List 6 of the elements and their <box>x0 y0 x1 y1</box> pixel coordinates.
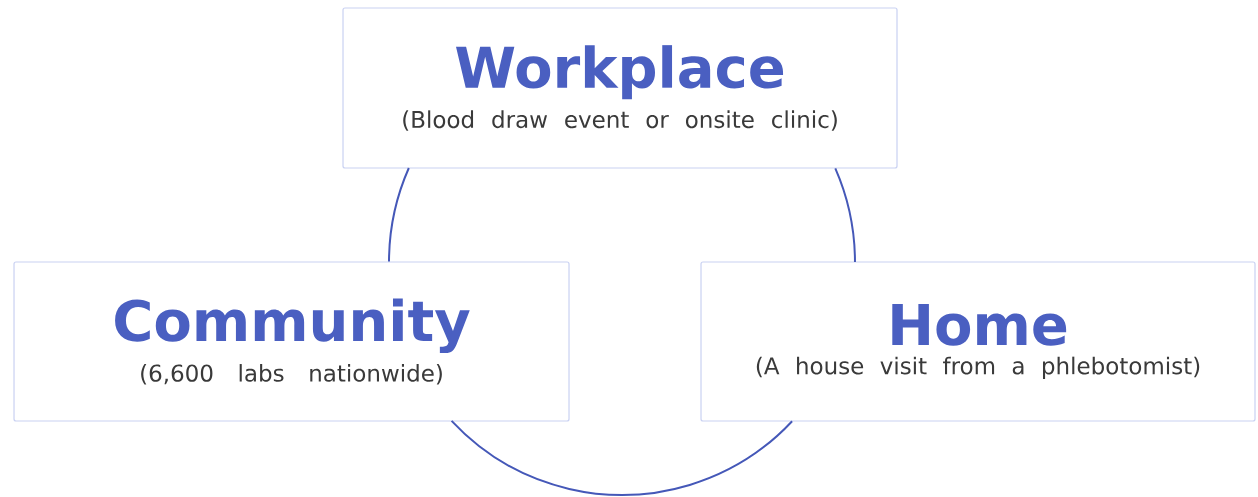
ring-arc <box>388 167 410 263</box>
ring-arc <box>450 419 794 496</box>
ring-arc <box>834 167 856 263</box>
location-box: Home (A house visit from a phlebotomist) <box>700 261 1256 422</box>
location-box: Workplace (Blood draw event or onsite clinic) <box>342 7 898 169</box>
location-box: Community (6,600 labs nationwide) <box>13 261 570 422</box>
